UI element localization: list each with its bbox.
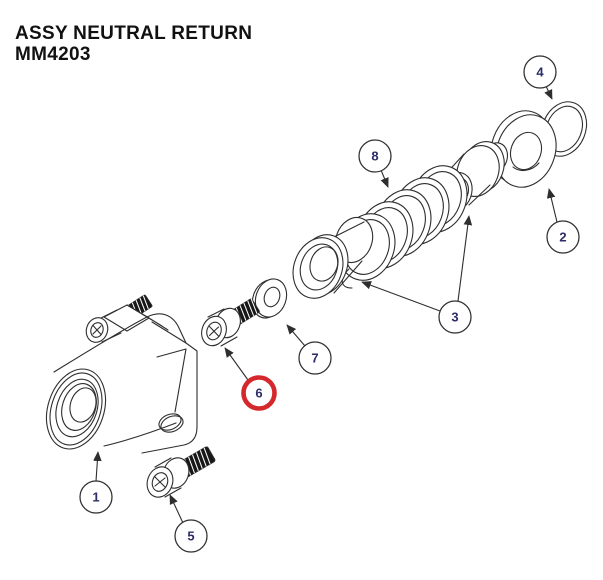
part-3-flanged-bushing-large-drawing xyxy=(292,216,374,299)
part-7-washer-drawing xyxy=(251,278,288,319)
part-1-housing-drawing xyxy=(45,294,198,454)
leader-lines xyxy=(93,85,558,524)
leader-line-5 xyxy=(169,494,184,524)
callout-8-number: 8 xyxy=(371,149,378,164)
assembly-number: MM4203 xyxy=(15,44,91,65)
callout-4[interactable]: 4 xyxy=(523,55,557,89)
callout-6[interactable]: 6 xyxy=(241,375,277,411)
leader-line-2 xyxy=(546,188,558,223)
callout-1-circle xyxy=(79,480,113,514)
leader-line-6 xyxy=(224,347,249,381)
callout-1[interactable]: 1 xyxy=(79,480,113,514)
callout-1-number: 1 xyxy=(92,490,99,505)
callout-5-number: 5 xyxy=(187,529,194,544)
callout-7-circle xyxy=(298,341,332,375)
callout-3-number: 3 xyxy=(451,310,458,325)
callout-6-highlight-ring xyxy=(241,375,277,411)
callout-3[interactable]: 3 xyxy=(438,300,472,334)
callout-8-circle xyxy=(358,139,392,173)
part-5-socket-screw-drawing xyxy=(146,446,216,498)
leader-line-3b xyxy=(457,215,473,302)
callout-4-circle xyxy=(523,55,557,89)
page-title: ASSY NEUTRAL RETURN xyxy=(15,23,252,44)
leader-line-1 xyxy=(93,451,102,482)
part-2-washer-drawing xyxy=(490,110,557,188)
callout-2-number: 2 xyxy=(559,230,566,245)
callout-5-circle xyxy=(174,519,208,553)
callout-6-number: 6 xyxy=(255,386,262,401)
callout-3-circle xyxy=(438,300,472,334)
callout-8[interactable]: 8 xyxy=(358,139,392,173)
callout-7-number: 7 xyxy=(311,351,318,366)
callout-4-number: 4 xyxy=(536,65,544,80)
leader-line-7 xyxy=(286,324,306,347)
callout-2[interactable]: 2 xyxy=(546,220,580,254)
callout-5[interactable]: 5 xyxy=(174,519,208,553)
leader-line-8 xyxy=(380,169,389,188)
leader-line-4 xyxy=(544,85,553,100)
title-block: ASSY NEUTRAL RETURN MM4203 xyxy=(15,23,252,65)
leader-line-3a xyxy=(361,281,441,312)
callout-2-circle xyxy=(546,220,580,254)
part-6-socket-screw-drawing xyxy=(201,298,260,347)
callout-7[interactable]: 7 xyxy=(298,341,332,375)
